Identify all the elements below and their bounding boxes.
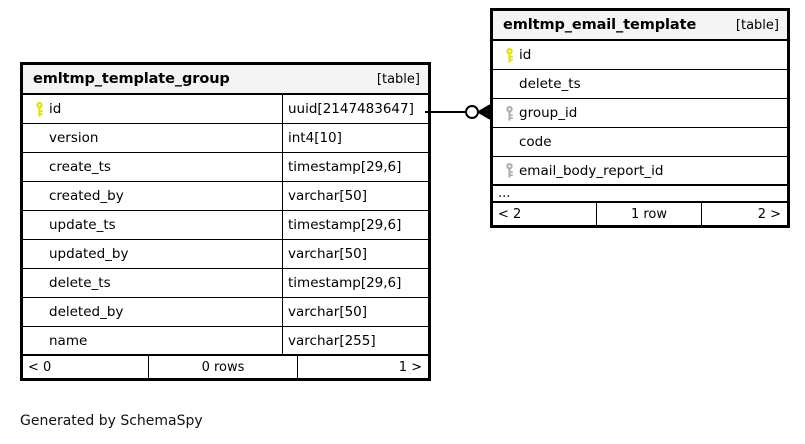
er-column-row[interactable]: name varchar[255] <box>23 327 428 356</box>
footer-row-count: 1 row <box>596 203 701 225</box>
er-table-footer: < 0 0 rows 1 > <box>23 356 428 378</box>
footer-next-page[interactable]: 2 > <box>701 203 787 225</box>
er-column-row[interactable]: delete_ts timestamp[29,6] <box>23 269 428 298</box>
footer-prev-page[interactable]: < 2 <box>498 206 522 222</box>
er-column-name-cell: created_by <box>23 182 282 210</box>
er-column-row[interactable]: id uuid[2147483647] <box>23 95 428 124</box>
er-table-title: emltmp_email_template <box>503 17 697 33</box>
er-column-label: version <box>49 130 99 146</box>
er-column-label: create_ts <box>49 159 111 175</box>
key-icon-primary <box>499 47 519 63</box>
er-table-header: emltmp_email_template [table] <box>493 11 787 41</box>
er-column-name-cell: group_id <box>493 99 787 127</box>
er-column-type-cell: timestamp[29,6] <box>282 269 428 297</box>
er-column-label: id <box>49 101 62 117</box>
er-column-type-cell: varchar[50] <box>282 182 428 210</box>
er-column-row[interactable]: update_ts timestamp[29,6] <box>23 211 428 240</box>
er-column-row[interactable]: id <box>493 41 787 70</box>
er-column-row[interactable]: deleted_by varchar[50] <box>23 298 428 327</box>
er-column-name-cell: email_body_report_id <box>493 157 787 184</box>
footer-prev-page[interactable]: < 0 <box>28 359 52 375</box>
er-column-name-cell: deleted_by <box>23 298 282 326</box>
er-column-label: name <box>49 332 88 349</box>
er-column-type-cell: timestamp[29,6] <box>282 153 428 181</box>
er-column-label: created_by <box>49 188 124 204</box>
er-table-type-tag: [table] <box>376 71 420 87</box>
er-column-row[interactable]: delete_ts <box>493 70 787 99</box>
er-column-type-cell: varchar[50] <box>282 298 428 326</box>
er-column-label: group_id <box>519 105 578 121</box>
er-column-type-cell: uuid[2147483647] <box>282 95 428 123</box>
key-icon-foreign <box>499 163 519 178</box>
er-column-row[interactable]: code <box>493 128 787 157</box>
key-icon-foreign <box>499 105 519 121</box>
er-column-row[interactable]: create_ts timestamp[29,6] <box>23 153 428 182</box>
generated-by-credit: Generated by SchemaSpy <box>20 413 203 429</box>
er-column-name-cell: code <box>493 128 787 156</box>
relationship-connector <box>425 98 497 128</box>
er-column-label: updated_by <box>49 246 129 262</box>
er-table-header: emltmp_template_group [table] <box>23 65 428 95</box>
er-column-name-cell: id <box>23 95 282 123</box>
er-column-row[interactable]: email_body_report_id <box>493 157 787 186</box>
er-column-type-cell: timestamp[29,6] <box>282 211 428 239</box>
er-column-label: code <box>519 134 552 150</box>
er-column-label: delete_ts <box>519 76 581 92</box>
er-column-label: deleted_by <box>49 304 124 320</box>
er-column-label: update_ts <box>49 217 116 233</box>
key-icon-primary <box>29 101 49 117</box>
er-table-emltmp_email_template[interactable]: emltmp_email_template [table] id delete_t… <box>490 8 790 228</box>
er-column-row[interactable]: group_id <box>493 99 787 128</box>
er-table-footer: < 2 1 row 2 > <box>493 203 787 225</box>
er-column-name-cell: name <box>23 327 282 354</box>
er-column-row[interactable]: version int4[10] <box>23 124 428 153</box>
er-column-label: email_body_report_id <box>519 162 664 179</box>
footer-row-count: 0 rows <box>148 356 297 378</box>
er-column-name-cell: version <box>23 124 282 152</box>
er-column-type-cell: varchar[255] <box>282 327 428 354</box>
er-column-name-cell: updated_by <box>23 240 282 268</box>
er-column-type-cell: int4[10] <box>282 124 428 152</box>
footer-next-page[interactable]: 1 > <box>297 356 428 378</box>
er-column-row[interactable]: updated_by varchar[50] <box>23 240 428 269</box>
er-column-row[interactable]: created_by varchar[50] <box>23 182 428 211</box>
er-column-name-cell: id <box>493 41 787 69</box>
er-more-columns-indicator: ... <box>493 186 787 203</box>
er-column-name-cell: delete_ts <box>23 269 282 297</box>
er-column-type-cell: varchar[50] <box>282 240 428 268</box>
er-column-name-cell: create_ts <box>23 153 282 181</box>
er-column-label: id <box>519 47 532 63</box>
er-table-type-tag: [table] <box>735 17 779 33</box>
er-table-emltmp_template_group[interactable]: emltmp_template_group [table] id uuid[214… <box>20 62 431 381</box>
er-column-name-cell: update_ts <box>23 211 282 239</box>
er-column-name-cell: delete_ts <box>493 70 787 98</box>
relationship-line-icon <box>425 104 491 120</box>
er-column-label: delete_ts <box>49 275 111 291</box>
er-table-title: emltmp_template_group <box>33 71 230 87</box>
